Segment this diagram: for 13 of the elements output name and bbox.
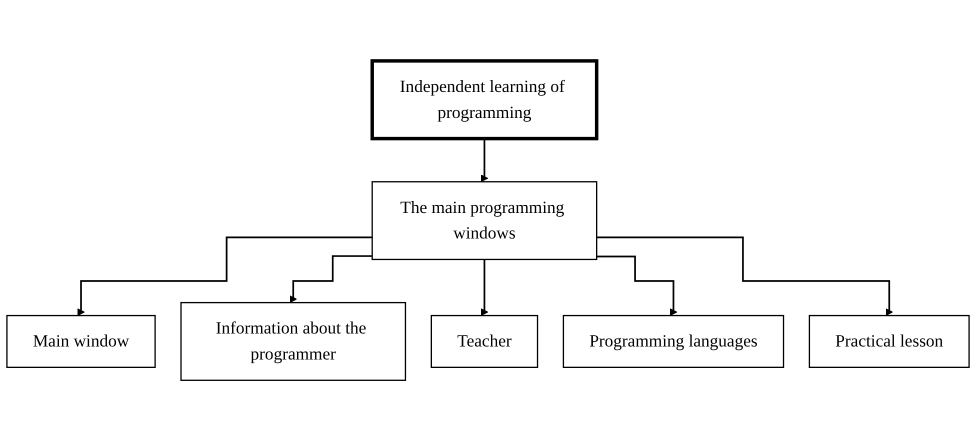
node-box: Teacher <box>430 314 538 368</box>
arrow <box>596 256 678 316</box>
arrow <box>596 236 894 316</box>
node-box: Information about the programmer <box>180 302 406 381</box>
node-box: Main window <box>6 314 156 368</box>
arrow <box>77 236 372 316</box>
arrow <box>480 258 488 316</box>
arrow <box>289 255 372 303</box>
arrow <box>480 138 488 182</box>
node-box: Independent learning of programming <box>370 59 598 140</box>
node-box: The main programming windows <box>372 181 598 260</box>
node-box: Programming languages <box>562 314 784 368</box>
node-box: Practical lesson <box>808 314 970 368</box>
